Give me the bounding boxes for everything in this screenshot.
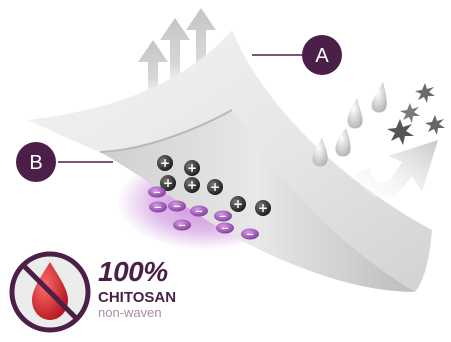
nonwoven-sheet <box>28 30 432 292</box>
positive-charge: + <box>230 196 246 212</box>
svg-text:+: + <box>187 178 197 192</box>
svg-text:−: − <box>246 230 254 241</box>
dust-particle-3 <box>387 119 414 145</box>
droplet-3 <box>335 128 350 157</box>
svg-text:−: − <box>219 212 227 223</box>
repel-arrow <box>355 140 438 199</box>
chitosan-type: non-waven <box>98 306 218 320</box>
svg-text:−: − <box>195 207 203 218</box>
svg-text:+: + <box>163 176 173 190</box>
positive-charge: + <box>207 179 223 195</box>
chitosan-badge-text: 100% CHITOSAN non-waven <box>98 258 218 320</box>
svg-text:−: − <box>153 188 161 199</box>
droplet-2 <box>347 98 362 129</box>
callout-a: A <box>302 35 342 75</box>
svg-text:+: + <box>233 197 243 211</box>
positive-charge: + <box>184 160 200 176</box>
svg-text:+: + <box>187 161 197 175</box>
no-blood-drop-icon <box>12 254 88 330</box>
svg-text:−: − <box>221 224 229 235</box>
svg-text:+: + <box>160 156 170 170</box>
svg-text:−: − <box>178 221 186 232</box>
dust-particle-1 <box>415 83 435 103</box>
chitosan-material: CHITOSAN <box>98 289 218 306</box>
svg-text:−: − <box>173 202 181 213</box>
callout-b: B <box>16 142 56 182</box>
callout-b-label: B <box>29 152 42 174</box>
dust-particle-4 <box>425 115 445 135</box>
chitosan-percent: 100% <box>98 258 218 286</box>
positive-charge: + <box>255 200 271 216</box>
callout-a-label: A <box>315 45 329 67</box>
svg-text:−: − <box>154 203 162 214</box>
dust-particle-2 <box>400 103 420 123</box>
positive-charge: + <box>184 177 200 193</box>
droplet-4 <box>312 138 327 167</box>
positive-charge: + <box>157 155 173 171</box>
svg-text:+: + <box>210 180 220 194</box>
svg-text:+: + <box>258 201 268 215</box>
droplet-1 <box>372 82 387 113</box>
